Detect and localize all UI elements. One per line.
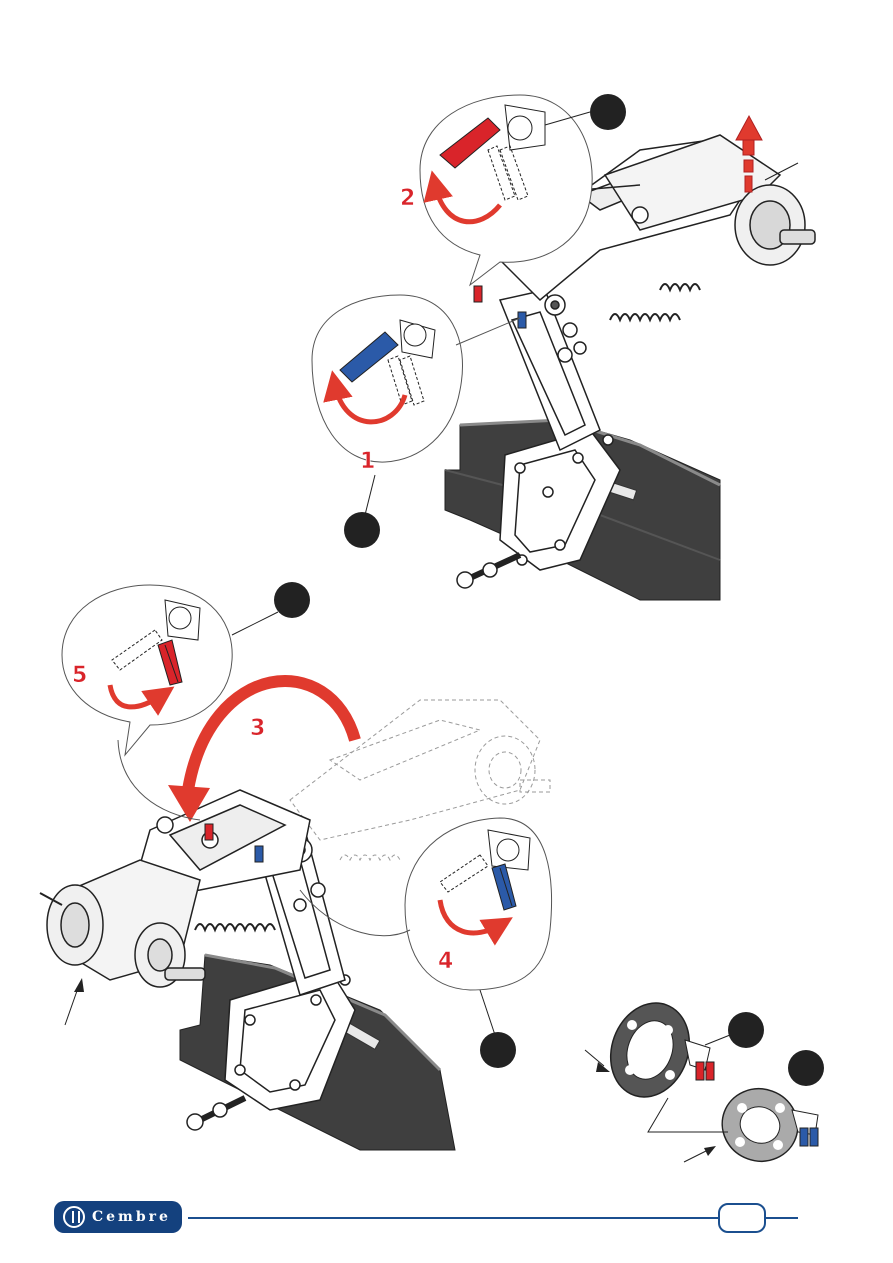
step-3-label: 3 (250, 716, 265, 741)
page-number-box (718, 1203, 766, 1233)
step-1-label: 1 (360, 449, 375, 474)
disc-detail-1 (585, 992, 764, 1108)
red-lever-mini (205, 824, 213, 840)
callout-dot-icon (590, 94, 626, 130)
step-5-label: 5 (72, 663, 87, 688)
blue-lever-mini (518, 312, 526, 328)
callout-dot-icon (480, 1032, 516, 1068)
step-2-label: 2 (400, 186, 415, 211)
step-4-label: 4 (438, 949, 453, 974)
callout-dot-icon (728, 1012, 764, 1048)
cembre-mark-icon (63, 1206, 85, 1228)
disc-leader-line (648, 1098, 728, 1132)
callout-dot-icon (788, 1050, 824, 1086)
pin-bolt-top (457, 555, 520, 588)
red-lever-mini (474, 286, 482, 302)
spring-top (610, 284, 700, 320)
cembre-logo: Cembre (54, 1201, 182, 1233)
blue-lever-mini (255, 846, 263, 862)
pin-bolt-bottom (187, 1098, 245, 1130)
callout-dot-icon (274, 582, 310, 618)
brand-name: Cembre (92, 1209, 171, 1225)
footer-rule (188, 1217, 798, 1219)
spring-bottom (195, 924, 275, 930)
callout-dot-icon (344, 512, 380, 548)
